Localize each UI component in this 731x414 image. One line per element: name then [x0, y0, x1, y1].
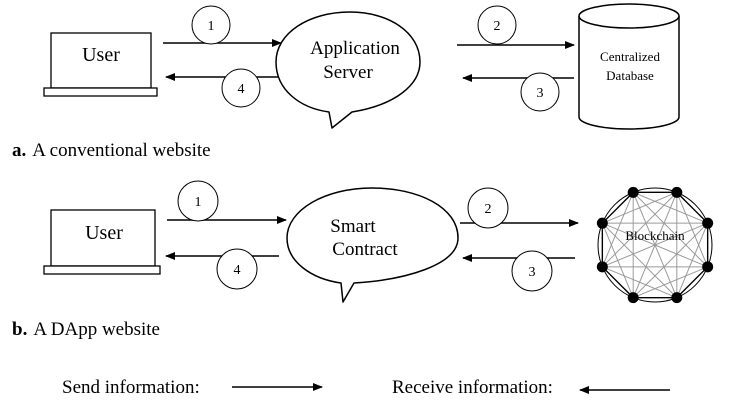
step-badge-a1: 1 [191, 5, 231, 45]
blockchain-node [702, 217, 714, 229]
database-label-line1: Centralized [600, 49, 660, 64]
blockchain-edge [676, 266, 709, 299]
user-label-b: User [85, 222, 123, 244]
svg-text:3: 3 [537, 86, 544, 101]
blockchain-network-icon: Blockchain [596, 186, 714, 304]
svg-text:4: 4 [238, 82, 245, 97]
blockchain-link [632, 191, 708, 224]
database-label-line2: Database [606, 68, 654, 83]
step-badge-a4: 4 [221, 68, 261, 108]
caption-b: b.A DApp website [12, 319, 160, 340]
diagram-a: User 1 4 Application Server 2 [12, 3, 680, 161]
blockchain-edge [601, 266, 634, 299]
step-badge-b3: 3 [511, 250, 553, 292]
svg-text:2: 2 [494, 19, 501, 34]
blockchain-node [702, 261, 714, 273]
blockchain-label: Blockchain [625, 228, 685, 243]
user-label-a: User [82, 44, 120, 66]
contract-label-line2: Contract [332, 239, 398, 260]
caption-a: a.A conventional website [12, 140, 211, 161]
blockchain-node [627, 186, 639, 198]
legend: Send information: Receive information: [62, 377, 670, 398]
step-badge-b2: 2 [467, 187, 509, 229]
blockchain-node [671, 292, 683, 304]
blockchain-link [632, 192, 678, 298]
blockchain-node [596, 217, 608, 229]
blockchain-link [632, 191, 709, 268]
diagram-b: User 1 4 Smart Contract 2 3 [12, 180, 714, 340]
centralized-database-icon: Centralized Database [578, 3, 680, 130]
step-badge-a3: 3 [520, 72, 560, 112]
blockchain-mesh [601, 191, 709, 299]
blockchain-link [601, 192, 634, 268]
svg-text:1: 1 [208, 19, 215, 34]
legend-send-label: Send information: [62, 377, 200, 398]
step-badge-a2: 2 [477, 5, 517, 45]
user-laptop-b: User [43, 209, 161, 275]
blockchain-node [596, 261, 608, 273]
blockchain-node [671, 186, 683, 198]
legend-receive-label: Receive information: [392, 377, 553, 398]
smart-contract-bubble: Smart Contract [286, 187, 459, 303]
step-badge-b1: 1 [177, 180, 219, 222]
svg-text:2: 2 [485, 202, 492, 217]
contract-label-line1: Smart [330, 216, 376, 237]
server-label-line1: Application [310, 38, 400, 59]
blockchain-link [601, 222, 634, 298]
svg-text:4: 4 [234, 263, 241, 278]
blockchain-link [602, 266, 678, 299]
user-laptop-a: User [43, 32, 158, 97]
application-server-bubble: Application Server [275, 11, 421, 129]
step-badge-b4: 4 [216, 248, 258, 290]
blockchain-edge [601, 191, 634, 224]
server-label-line2: Server [323, 62, 373, 83]
svg-text:3: 3 [529, 265, 536, 280]
blockchain-edge [676, 191, 709, 224]
blockchain-node [627, 292, 639, 304]
blockchain-nodes [596, 186, 714, 304]
svg-text:1: 1 [195, 195, 202, 210]
